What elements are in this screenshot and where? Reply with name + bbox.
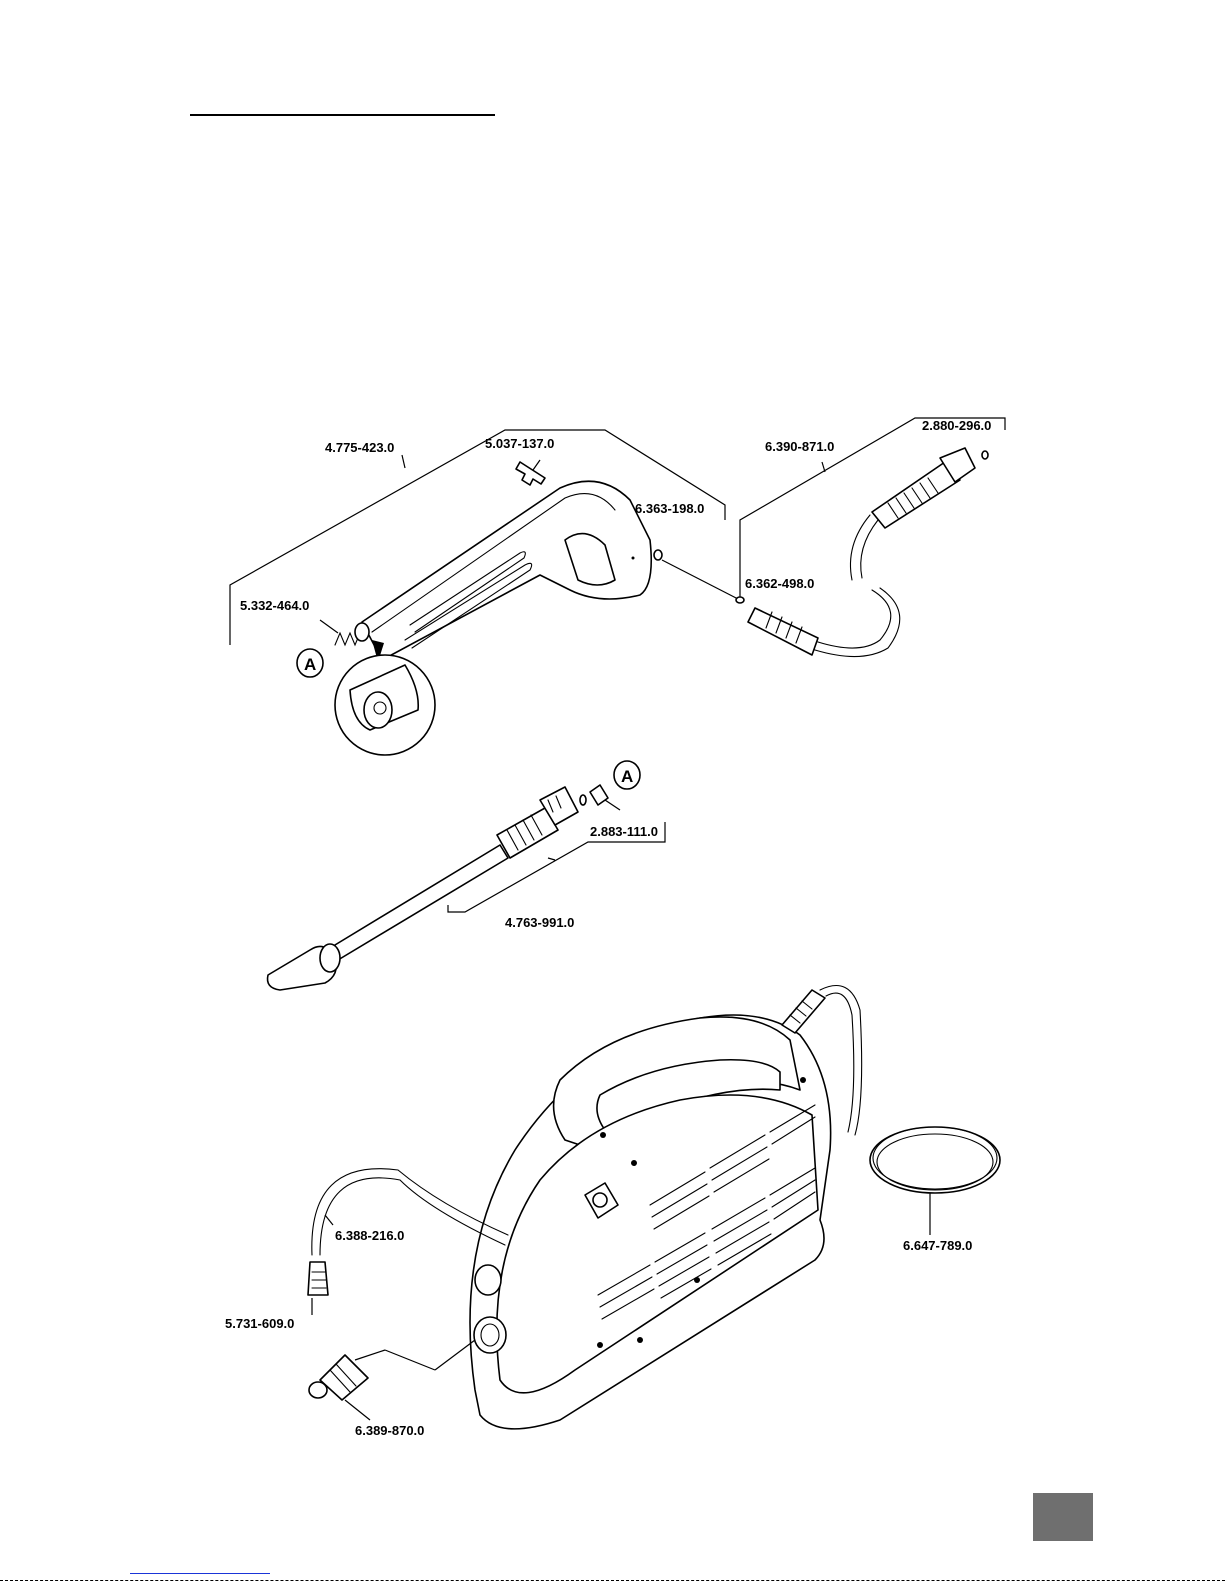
part-label-6388-216: 6.388-216.0: [335, 1228, 404, 1243]
part-label-6362-498: 6.362-498.0: [745, 576, 814, 591]
small-o-ring-part: [982, 451, 988, 459]
clip-part: [516, 462, 545, 485]
nozzle-insert-part: [590, 785, 608, 805]
page-bottom-rule: [0, 1580, 1225, 1581]
inlet-coupling-part: [320, 1355, 368, 1400]
part-label-2880-296: 2.880-296.0: [922, 418, 991, 433]
trigger-gun-group: A: [230, 430, 740, 755]
part-label-5731-609: 5.731-609.0: [225, 1316, 294, 1331]
part-label-5332-464: 5.332-464.0: [240, 598, 309, 613]
lance-group: A: [268, 761, 666, 990]
part-label-6390-871: 6.390-871.0: [765, 439, 834, 454]
callout-a-right: A: [621, 767, 633, 786]
page-tab-marker: [1033, 1493, 1093, 1541]
filter-part: [308, 1262, 328, 1295]
footer-link-underline[interactable]: [130, 1573, 270, 1574]
part-label-4775-423: 4.775-423.0: [325, 440, 394, 455]
o-ring-part: [654, 550, 662, 560]
part-label-5037-137: 5.037-137.0: [485, 436, 554, 451]
part-label-2883-111: 2.883-111.0: [590, 824, 658, 839]
part-label-6389-870: 6.389-870.0: [355, 1423, 424, 1438]
part-label-6363-198: 6.363-198.0: [635, 501, 704, 516]
spring-part: [335, 623, 369, 645]
callout-a-left: A: [304, 655, 316, 674]
pressure-washer-body: [308, 986, 1000, 1429]
part-label-6647-789: 6.647-789.0: [903, 1238, 972, 1253]
o-ring-hose-part: [736, 597, 744, 603]
part-label-4763-991: 4.763-991.0: [505, 915, 574, 930]
